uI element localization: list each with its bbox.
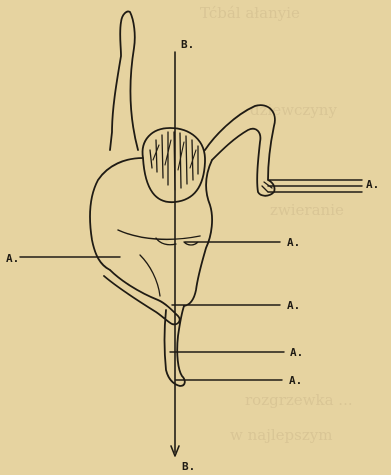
raised-leg [110, 11, 138, 150]
svg-text:dziewczyny: dziewczyny [250, 101, 337, 119]
support-leg [104, 270, 180, 324]
waist-line [118, 230, 200, 239]
svg-text:Tćbál ałanyie: Tćbál ałanyie [200, 4, 300, 22]
torso-outline [90, 158, 143, 270]
show-through-text: Tćbál ałanyie dziewczyny zwieranie rozgr… [200, 4, 353, 444]
svg-text:rozgrzewka ...: rozgrzewka ... [245, 391, 353, 409]
svg-text:w najlepszym: w najlepszym [230, 426, 332, 444]
horizontal-bar [268, 180, 362, 192]
bar-label: A. [366, 178, 379, 191]
right-hand-fingers [262, 182, 272, 192]
head [143, 128, 206, 202]
right-label-1: A. [287, 236, 300, 249]
left-label: A. [6, 252, 19, 265]
svg-text:zwieranie: zwieranie [270, 201, 344, 219]
right-label-4: A. [289, 374, 302, 387]
vertical-axis-b [171, 52, 179, 456]
axis-top-label: B. [181, 38, 194, 51]
right-indicator-lines [170, 242, 284, 380]
body-right-side [184, 160, 212, 306]
right-label-2: A. [287, 299, 300, 312]
right-label-3: A. [290, 346, 303, 359]
axis-bottom-label: B. [182, 460, 195, 473]
knee-detail [140, 255, 160, 296]
